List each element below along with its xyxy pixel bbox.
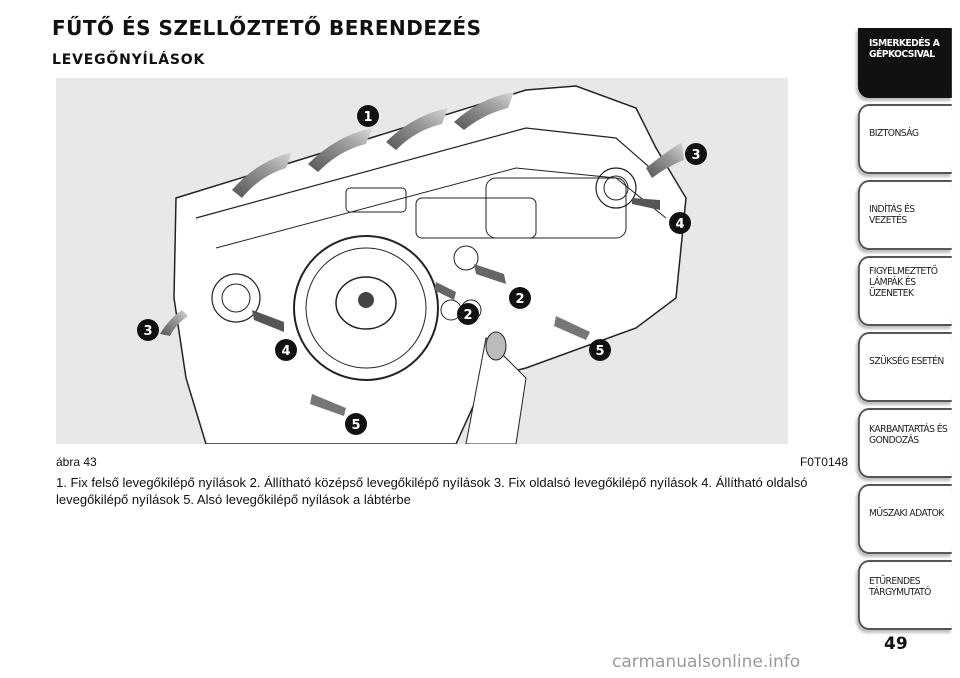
airflow-arrow xyxy=(310,394,346,416)
airflow-arrow xyxy=(474,264,506,284)
tab-label-line: ETŰRENDES xyxy=(869,576,921,587)
airflow-arrow xyxy=(160,310,188,336)
airflow-arrow xyxy=(386,108,448,150)
tab-label-line: INDÍTÁS ÉS VEZETÉS xyxy=(869,204,915,226)
figure-code: F0T0148 xyxy=(799,455,848,469)
tab-figyelmezteto[interactable]: FIGYELMEZTETŐ LÁMPÁK ÉS ÜZENETEK xyxy=(858,256,952,326)
tab-biztonsag[interactable]: BIZTONSÁG xyxy=(858,104,952,174)
tab-label-line: ÜZENETEK xyxy=(869,288,914,299)
figure-caption-row: ábra 43 F0T0148 xyxy=(56,455,848,471)
page-number: 49 xyxy=(884,634,908,654)
tab-inditas[interactable]: INDÍTÁS ÉS VEZETÉS xyxy=(858,180,952,250)
tab-ismerkedes[interactable]: ISMERKEDÉS A GÉPKOCSIVAL xyxy=(858,28,952,98)
chapter-tabs: ISMERKEDÉS A GÉPKOCSIVAL BIZTONSÁG INDÍT… xyxy=(858,28,960,636)
tab-label-line: GÉPKOCSIVAL xyxy=(869,49,935,60)
dashboard-air-vents-figure: 1 3 4 2 2 5 3 4 5 xyxy=(56,78,788,444)
callout-badge xyxy=(685,143,707,165)
airflow-arrow xyxy=(232,152,292,198)
callout-badge xyxy=(345,413,367,435)
tab-label-line: BIZTONSÁG xyxy=(869,128,919,139)
tab-karbantartas[interactable]: KARBANTARTÁS ÉS GONDOZÁS xyxy=(858,408,952,478)
tab-label-line: ISMERKEDÉS A xyxy=(869,38,940,49)
airflow-arrow xyxy=(632,198,660,210)
tab-muszaki[interactable]: MŰSZAKI ADATOK xyxy=(858,484,952,554)
tab-label-line: KARBANTARTÁS ÉS xyxy=(869,424,948,435)
callout-badge xyxy=(457,303,479,325)
figure-label: ábra 43 xyxy=(56,455,97,469)
section-subtitle: LEVEGŐNYÍLÁSOK xyxy=(52,52,206,68)
airflow-arrow xyxy=(454,92,514,130)
callout-badge xyxy=(357,105,379,127)
callout-badge xyxy=(509,287,531,309)
airflow-arrow xyxy=(646,142,684,178)
dashboard-illustration: 1 3 4 2 2 5 3 4 5 xyxy=(137,85,707,444)
callout-badge xyxy=(669,212,691,234)
tab-label-line: MŰSZAKI ADATOK xyxy=(869,508,944,519)
callout-label: 2 xyxy=(463,308,472,323)
callout-badge xyxy=(589,339,611,361)
tab-betrendes[interactable]: ETŰRENDES TÁRGYMUTATÓ xyxy=(858,560,952,630)
callout-label: 1 xyxy=(363,110,372,125)
tab-label-line: GONDOZÁS xyxy=(869,435,919,446)
callout-badge xyxy=(275,339,297,361)
airflow-arrow xyxy=(554,316,590,340)
callout-label: 4 xyxy=(281,344,290,359)
tab-label-line: FIGYELMEZTETŐ xyxy=(869,266,938,277)
callout-label: 4 xyxy=(675,217,684,232)
callout-label: 5 xyxy=(351,418,360,433)
tab-label-line: LÁMPÁK ÉS xyxy=(869,277,916,288)
tab-label-line: TÁRGYMUTATÓ xyxy=(869,587,931,598)
tab-label-line: SZÜKSÉG ESETÉN xyxy=(869,356,944,367)
airflow-arrow xyxy=(434,282,456,300)
callout-label: 2 xyxy=(515,292,524,307)
callout-label: 3 xyxy=(691,148,700,163)
watermark: carmanualsonline.info xyxy=(612,652,801,672)
callout-label: 3 xyxy=(143,324,152,339)
figure-legend: 1. Fix felső levegőkilépő nyílások 2. Ál… xyxy=(56,475,808,507)
airflow-arrow xyxy=(308,128,372,172)
tab-szukseg[interactable]: SZÜKSÉG ESETÉN xyxy=(858,332,952,402)
airflow-arrow xyxy=(252,310,284,332)
page-title: FŰTŐ ÉS SZELLŐZTETŐ BERENDEZÉS xyxy=(52,16,482,40)
callout-badge xyxy=(137,319,159,341)
callout-label: 5 xyxy=(595,344,604,359)
